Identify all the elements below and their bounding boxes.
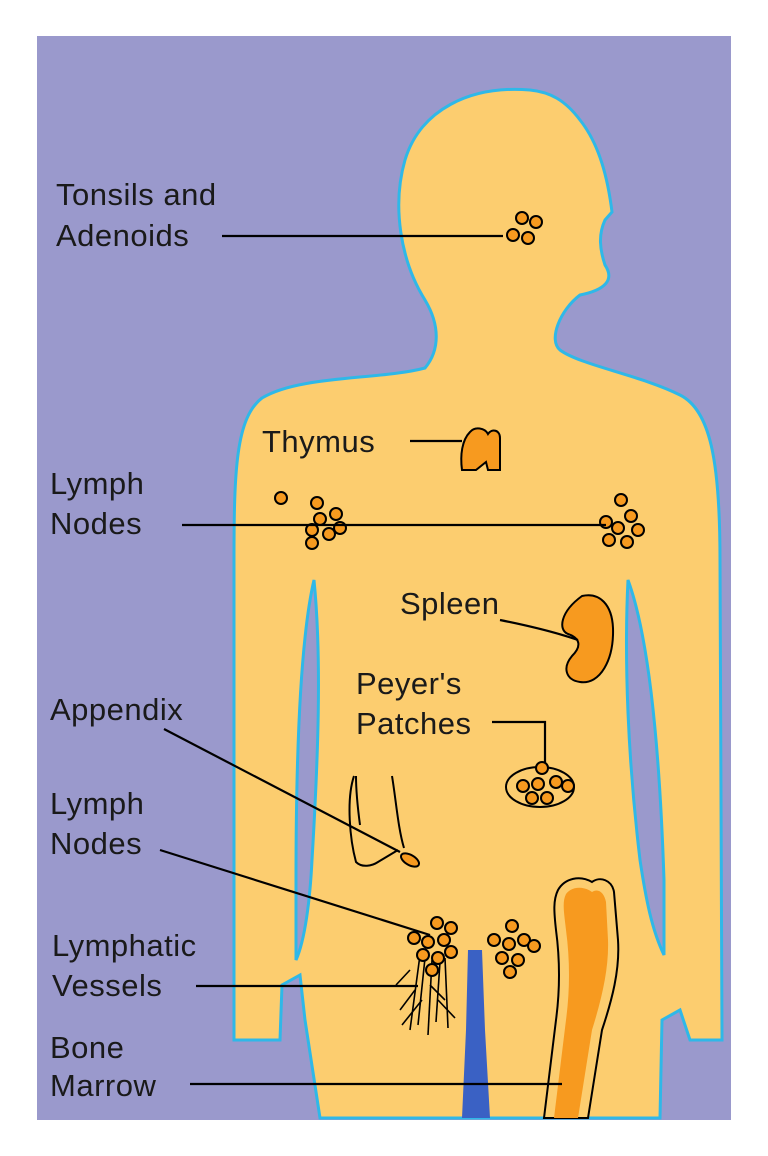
label-thymus: Thymus xyxy=(262,424,375,459)
label-spleen: Spleen xyxy=(400,586,500,621)
blue-vessel xyxy=(462,950,490,1118)
bone-marrow-core xyxy=(554,887,609,1118)
label-lymphatic-line1: Lymphatic xyxy=(52,928,197,963)
upper-lymph-nodes-left xyxy=(274,491,347,550)
upper-lymph-nodes-right xyxy=(599,493,645,549)
label-peyers-line2: Patches xyxy=(356,706,472,741)
label-peyers-line1: Peyer's xyxy=(356,666,462,701)
thymus-organ xyxy=(460,427,501,471)
lower-lymph-nodes-left xyxy=(407,916,458,977)
lower-lymph-nodes-right xyxy=(487,919,541,979)
appendix-organ xyxy=(399,852,421,868)
tonsils-cluster xyxy=(506,211,543,245)
label-lymph-nodes-upper-line1: Lymph xyxy=(50,466,144,501)
spleen-organ xyxy=(561,594,615,684)
label-bone-marrow-line2: Marrow xyxy=(50,1068,156,1103)
label-lymph-nodes-lower-line2: Nodes xyxy=(50,826,142,861)
left-arm-gap xyxy=(294,579,320,961)
right-arm-gap xyxy=(625,579,666,956)
label-appendix: Appendix xyxy=(50,692,183,727)
intestine-loop xyxy=(348,775,405,867)
label-bone-marrow-line1: Bone xyxy=(50,1030,124,1065)
peyers-patches-cluster xyxy=(505,761,575,808)
label-lymph-nodes-lower-line1: Lymph xyxy=(50,786,144,821)
peyers-leader-line xyxy=(492,720,547,763)
lower-lymph-nodes-leader-line xyxy=(159,848,431,937)
appendix-leader-line xyxy=(163,728,401,853)
label-lymph-nodes-upper-line2: Nodes xyxy=(50,506,142,541)
spleen-leader-line xyxy=(499,618,579,642)
label-tonsils-line1: Tonsils and xyxy=(56,177,217,212)
label-tonsils-line2: Adenoids xyxy=(56,218,189,253)
label-lymphatic-line2: Vessels xyxy=(52,968,162,1003)
